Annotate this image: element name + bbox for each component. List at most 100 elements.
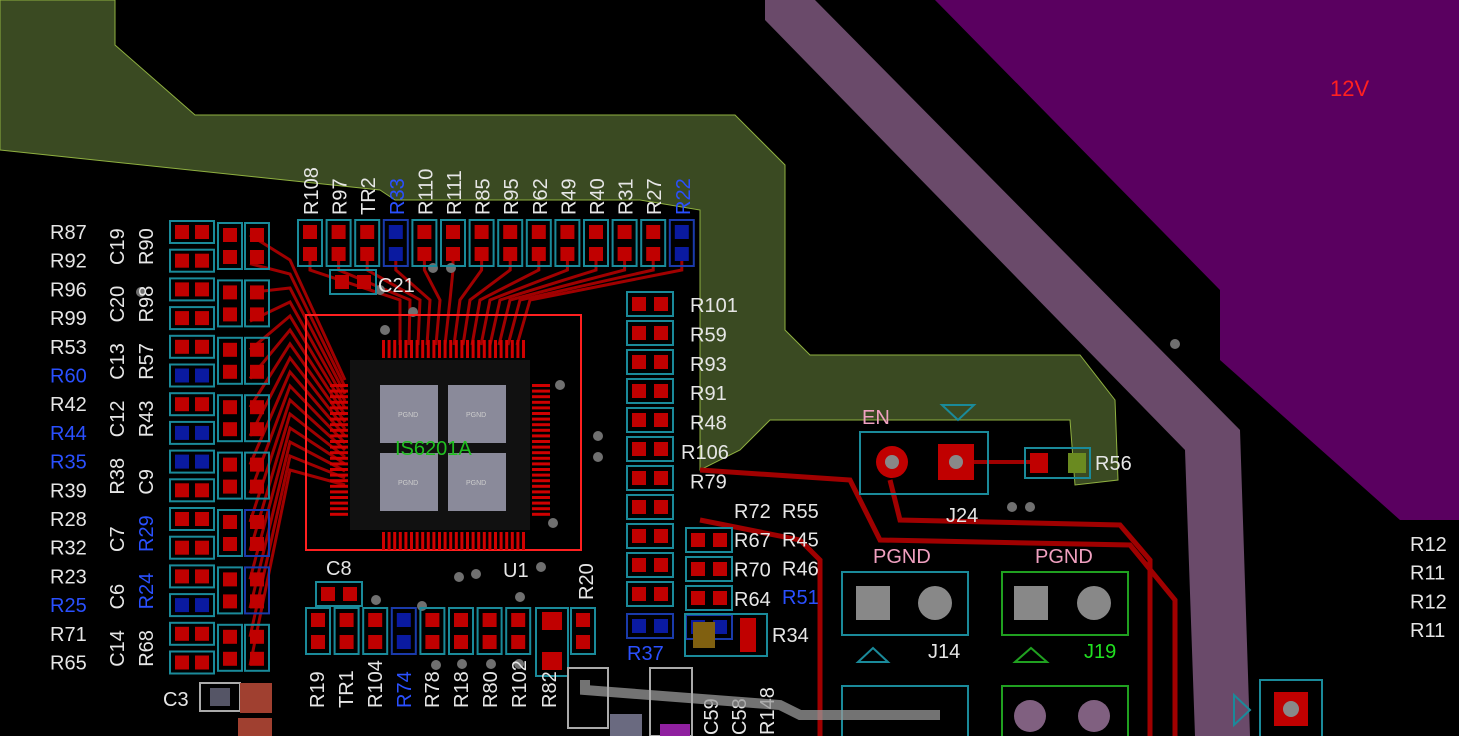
resistor-footprint[interactable] [244,394,270,443]
resistor-footprint[interactable] [626,320,674,346]
resistor-footprint[interactable] [217,623,243,672]
resistor-footprint[interactable] [217,566,243,615]
resistor-footprint[interactable] [497,219,524,267]
c3-pad[interactable] [240,683,272,713]
pad[interactable] [610,714,642,736]
resistor-footprint[interactable] [468,219,495,267]
resistor-footprint[interactable] [325,219,352,267]
resistor-footprint[interactable] [570,607,596,655]
resistor-footprint[interactable] [217,222,243,270]
j14-pad-2[interactable] [918,586,952,620]
j19-pad-1[interactable] [1014,586,1048,620]
resistor-footprint[interactable] [583,219,609,267]
silk-label: J14 [928,641,960,663]
resistor-footprint[interactable] [626,291,674,317]
resistor-footprint[interactable] [169,220,215,244]
chip-pin [532,501,550,505]
resistor-footprint[interactable] [525,219,552,267]
resistor-footprint[interactable] [244,509,270,557]
resistor-footprint[interactable] [685,585,733,611]
chip-pin [432,532,436,550]
pad[interactable] [542,652,562,670]
pad[interactable] [542,612,562,630]
resistor-footprint[interactable] [244,336,270,385]
pad[interactable] [1078,700,1110,732]
resistor-footprint[interactable] [626,613,674,639]
r34-pad[interactable] [740,618,756,652]
resistor-footprint[interactable] [448,607,474,655]
resistor-footprint[interactable] [244,623,270,672]
resistor-footprint[interactable] [554,219,581,267]
resistor-footprint[interactable] [419,607,446,655]
resistor-footprint[interactable] [305,607,331,655]
resistor-footprint[interactable] [626,494,674,520]
resistor-footprint[interactable] [217,279,243,328]
resistor-footprint[interactable] [382,219,409,267]
resistor-footprint[interactable] [626,581,674,607]
resistor-footprint[interactable] [244,566,270,615]
resistor-footprint[interactable] [390,607,417,655]
resistor-footprint[interactable] [329,269,377,295]
resistor-footprint[interactable] [217,394,243,443]
resistor-footprint[interactable] [217,451,243,500]
resistor-footprint[interactable] [169,478,215,503]
pad[interactable] [1014,700,1046,732]
resistor-footprint[interactable] [217,509,243,557]
resistor-footprint[interactable] [626,523,674,549]
resistor-footprint[interactable] [169,334,215,359]
r34-pad[interactable] [693,622,715,648]
resistor-footprint[interactable] [315,581,363,607]
pad[interactable] [238,718,272,736]
resistor-footprint[interactable] [244,279,270,328]
c3-pad[interactable] [210,688,230,706]
resistor-footprint[interactable] [169,306,215,331]
resistor-footprint[interactable] [440,219,466,267]
resistor-footprint[interactable] [611,219,638,267]
resistor-footprint[interactable] [297,219,323,267]
resistor-footprint[interactable] [169,535,215,560]
pad[interactable] [660,724,690,736]
silk-label: C9 [136,469,158,495]
resistor-footprint[interactable] [626,436,674,462]
resistor-footprint[interactable] [244,222,270,270]
resistor-footprint[interactable] [354,219,381,267]
resistor-footprint[interactable] [169,564,215,589]
resistor-footprint[interactable] [626,349,674,375]
resistor-footprint[interactable] [169,420,215,445]
resistor-footprint[interactable] [169,507,215,531]
resistor-footprint[interactable] [626,378,674,404]
resistor-footprint[interactable] [685,556,733,582]
pgnd-thermal-pad[interactable] [448,385,506,443]
resistor-footprint[interactable] [169,392,215,417]
resistor-footprint[interactable] [217,336,243,385]
resistor-footprint[interactable] [505,607,532,655]
resistor-footprint[interactable] [169,363,215,388]
resistor-footprint[interactable] [169,449,215,474]
j19-pad-2[interactable] [1077,586,1111,620]
resistor-footprint[interactable] [333,607,360,655]
resistor-footprint[interactable] [169,593,215,618]
silk-label: R106 [681,442,729,464]
resistor-footprint[interactable] [668,219,695,267]
resistor-footprint[interactable] [626,465,674,491]
resistor-footprint[interactable] [411,219,438,267]
resistor-footprint[interactable] [244,451,270,500]
resistor-footprint[interactable] [640,219,667,267]
r56-pad[interactable] [1030,453,1048,473]
j14-pad-1[interactable] [856,586,890,620]
resistor-footprint[interactable] [169,621,215,646]
resistor-footprint[interactable] [169,277,215,302]
r56-pad[interactable] [1068,453,1086,473]
resistor-footprint[interactable] [626,407,674,433]
resistor-footprint[interactable] [169,248,215,273]
resistor-footprint[interactable] [476,607,503,655]
resistor-footprint[interactable] [626,552,674,578]
resistor-footprint[interactable] [169,650,215,675]
resistor-footprint[interactable] [685,527,733,553]
resistor-footprint[interactable] [362,607,389,655]
pgnd-thermal-pad[interactable] [448,453,506,511]
pgnd-thermal-pad[interactable] [380,385,438,443]
pgnd-thermal-pad[interactable] [380,453,438,511]
